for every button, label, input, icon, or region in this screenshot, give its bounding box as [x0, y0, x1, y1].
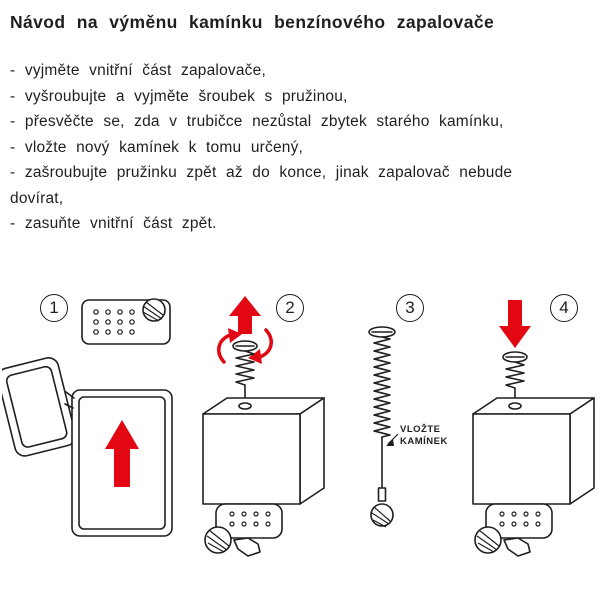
figure-step-2-unscrew-spring: [202, 296, 325, 557]
lighter-lid: [2, 357, 77, 457]
cam-lever: [503, 537, 531, 557]
callout-line-2: KAMÍNEK: [400, 436, 448, 447]
figure-step-1-remove-insert: [2, 298, 173, 537]
instruction-item-2: - vyšroubujte a vyjměte šroubek s pružin…: [10, 87, 348, 105]
flint-wheel-icon: [204, 526, 232, 554]
red-up-arrow-icon: [105, 420, 139, 487]
step-number-1: 1: [40, 294, 68, 322]
spring-screw: [232, 340, 258, 408]
red-down-arrow-icon: [499, 300, 531, 348]
instruction-item-6: - zasuňte vnitřní část zpět.: [10, 215, 217, 232]
figure-step-4-screw-back: [472, 300, 595, 557]
callout-line-1: VLOŽTE: [400, 423, 440, 435]
flint-wheel-icon: [370, 503, 394, 528]
page-title: Návod na výměnu kamínku benzínového zapa…: [10, 12, 495, 32]
spring-screw-assembly: [368, 326, 396, 502]
instruction-item-5: - zašroubujte pružinku zpět až do konce,…: [10, 164, 513, 207]
instruction-item-1: - vyjměte vnitřní část zapalovače,: [10, 62, 266, 79]
chimney-and-wheel: [204, 503, 283, 557]
instruction-list: - vyjměte vnitřní část zapalovače, - vyš…: [10, 58, 570, 237]
flint: [377, 487, 387, 502]
flint-wheel-icon: [474, 526, 502, 554]
lighter-insert: [81, 298, 171, 345]
flint-wheel-icon: [142, 298, 166, 322]
instruction-item-3: - přesvěčte se, zda v trubičce nezůstal …: [10, 113, 504, 130]
step-number-2: 2: [276, 294, 304, 322]
instruction-item-4: - vložte nový kamínek k tomu určený,: [10, 138, 304, 156]
insert-body-box: [472, 397, 595, 505]
red-up-arrow-icon: [229, 296, 261, 334]
insert-body-box: [202, 397, 325, 505]
figure-step-3-spring-flint: VLOŽTE KAMÍNEK: [368, 326, 448, 528]
step-number-3: 3: [396, 294, 424, 322]
step-number-4: 4: [550, 294, 578, 322]
cam-lever: [233, 537, 261, 557]
red-rotation-arrows-icon: [217, 328, 273, 364]
chimney-and-wheel: [474, 503, 553, 557]
insert-flint-callout: VLOŽTE KAMÍNEK: [386, 423, 448, 447]
